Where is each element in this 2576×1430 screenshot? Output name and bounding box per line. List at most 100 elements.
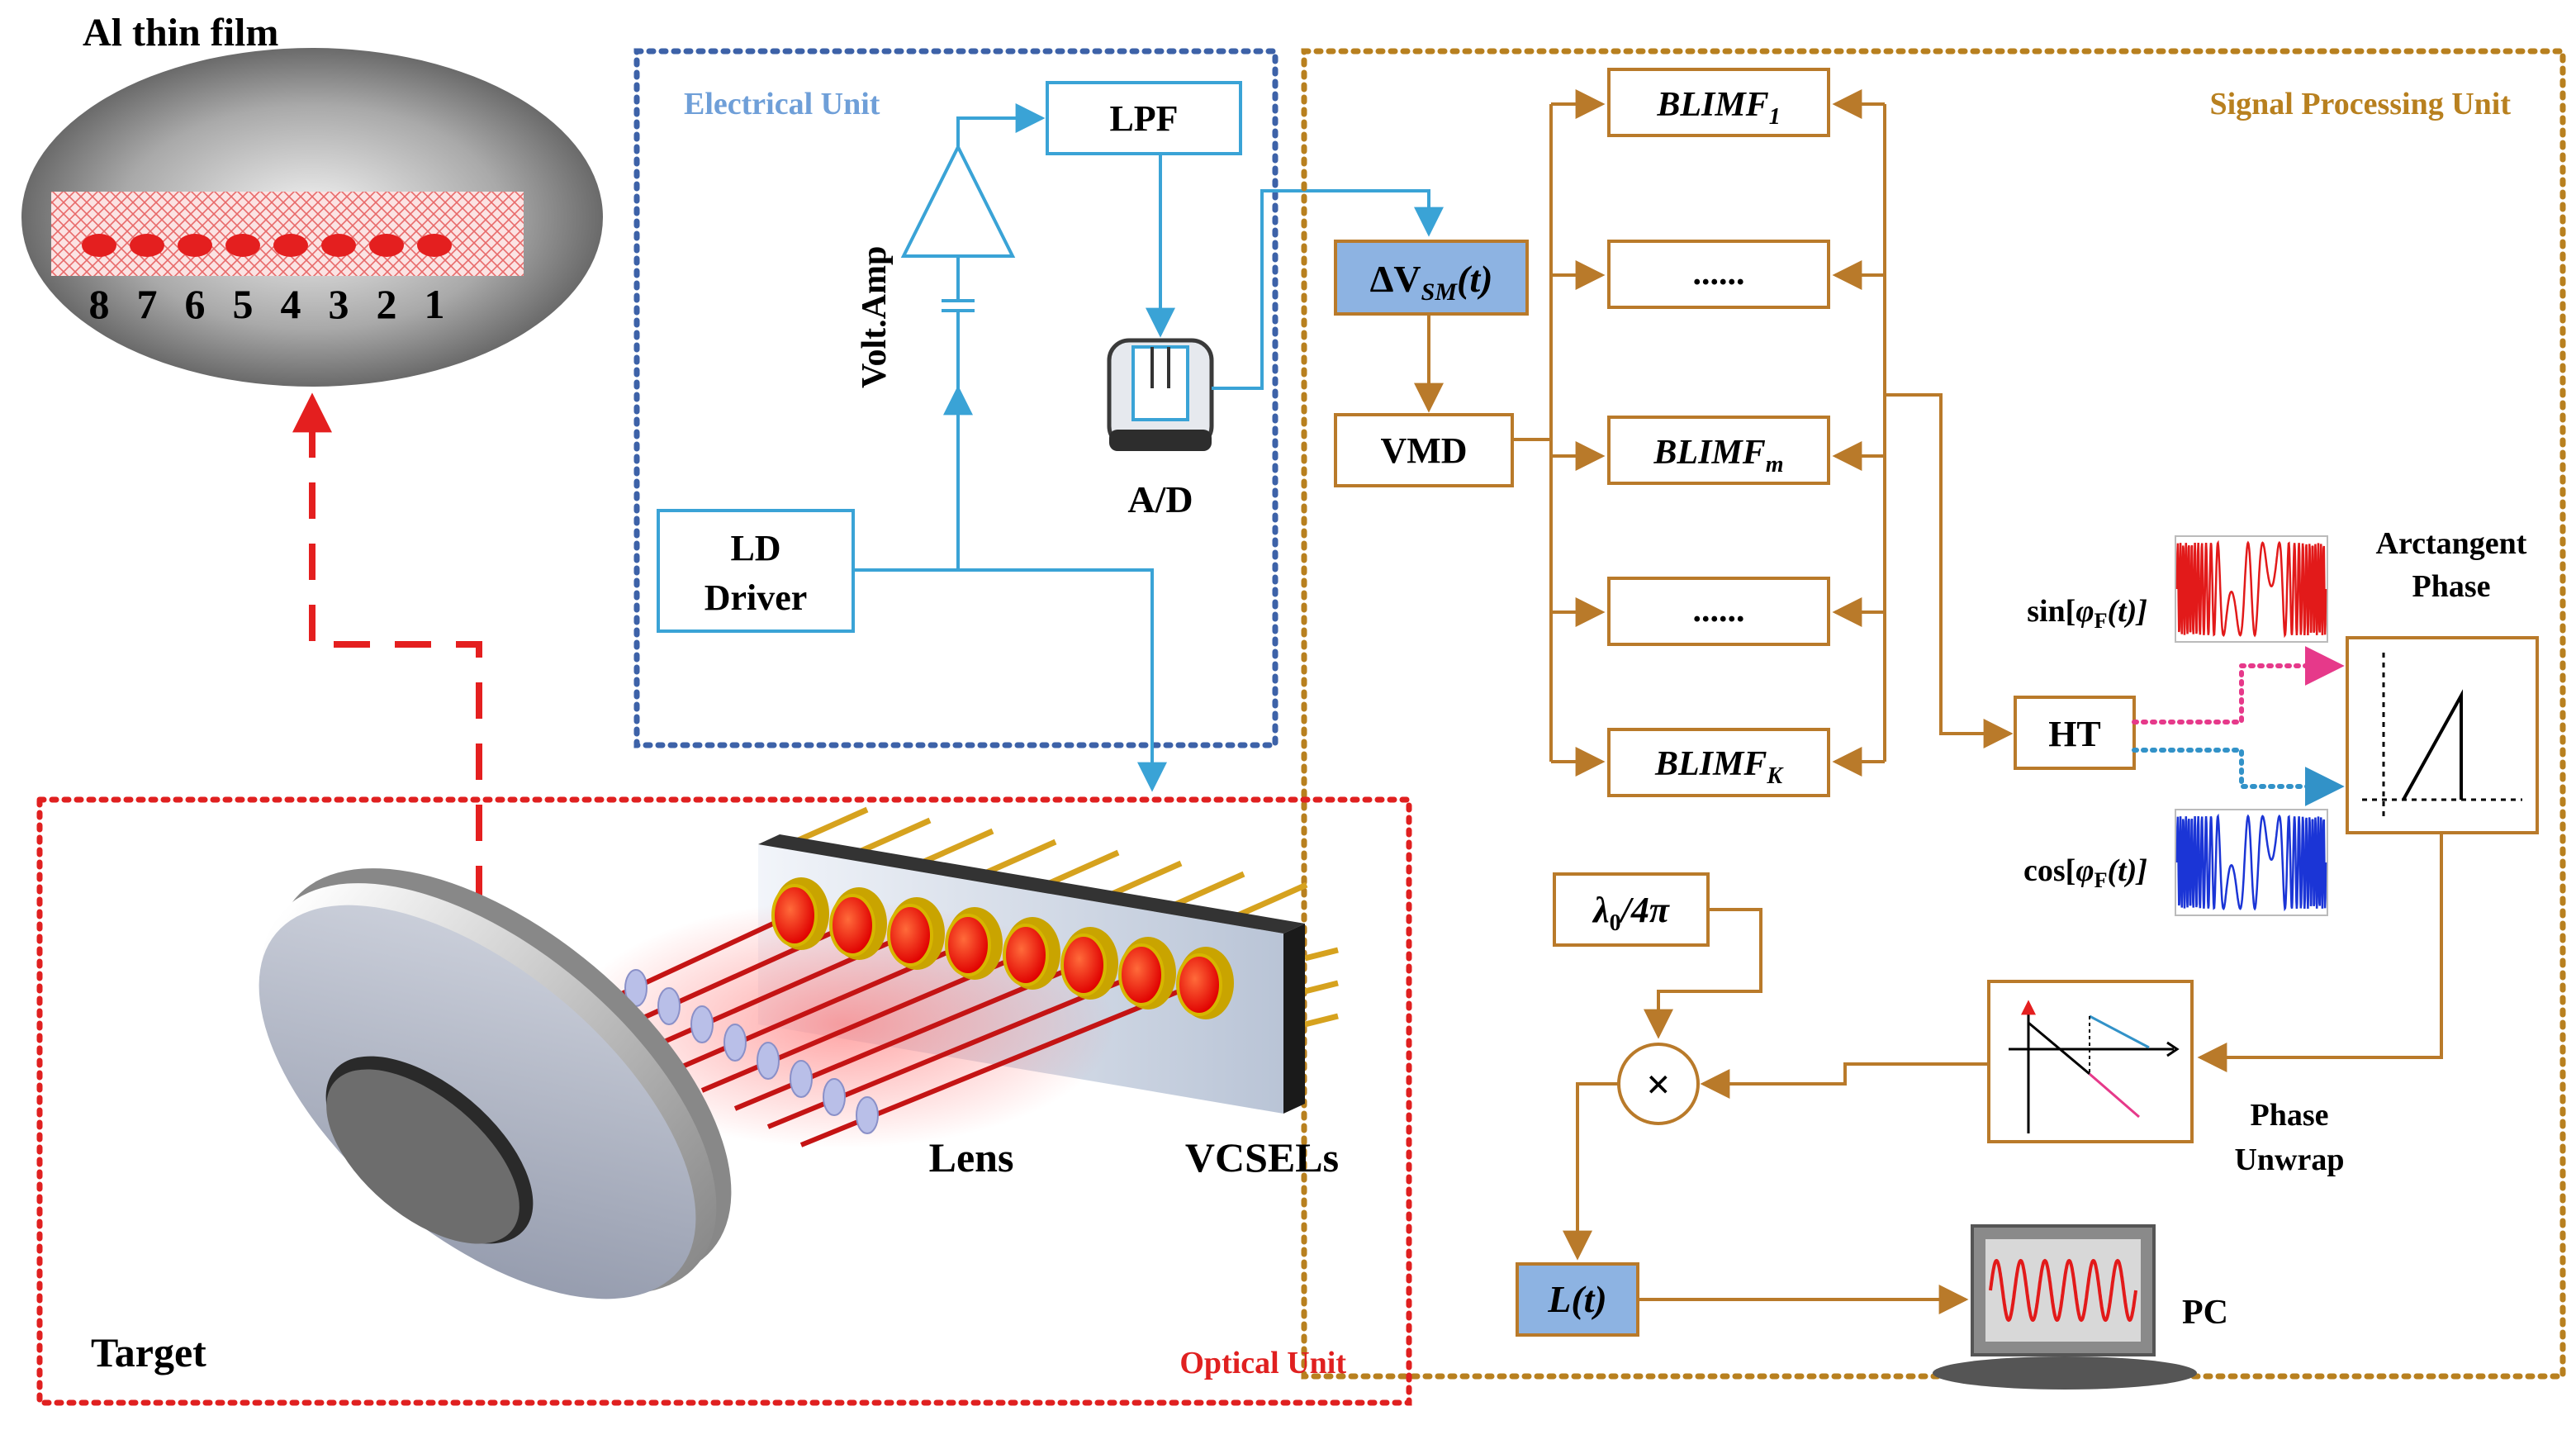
target-center [326, 1069, 519, 1244]
film-spot [82, 234, 116, 257]
vcsel-pins [791, 806, 1339, 1028]
lambda-label: λ0/4π [1592, 890, 1670, 936]
imf-box-1: BLIMF1 [1551, 68, 1885, 137]
sin-sub: F [2094, 609, 2108, 633]
cos-post: (t)] [2107, 853, 2147, 888]
lambda-post: /4π [1619, 890, 1670, 930]
film-spot [178, 234, 212, 257]
vcsel-pin-side [1304, 980, 1339, 995]
vcsel-pin [1168, 871, 1245, 910]
unwrap-line2: Unwrap [2234, 1143, 2344, 1177]
vcsel-pin [1231, 881, 1308, 921]
ad-label: A/D [1127, 478, 1193, 520]
electrical-unit: Electrical Unit LPF Volt.Amp A/D LD Driv… [633, 48, 1444, 792]
target-to-film-arrow [292, 392, 482, 902]
ht-box [2014, 696, 2136, 770]
ld-driver-line2: Driver [704, 577, 808, 618]
cos-phi: φ [2076, 853, 2094, 888]
imf1-sub: 1 [1769, 104, 1781, 130]
dvsm-box [1334, 240, 1529, 316]
optical-unit-title: Optical Unit [1179, 1346, 1346, 1380]
lens-label: Lens [929, 1134, 1014, 1181]
imf5-label: BLIMFK [1654, 745, 1784, 789]
imf4-rect [1607, 577, 1830, 646]
amplifier-triangle [900, 143, 1016, 258]
vmd-label: VMD [1380, 430, 1467, 471]
imfs-to-ht-line [1885, 393, 2014, 748]
multiply-to-lt-line [1563, 1082, 1619, 1261]
optical-unit-border [36, 796, 1412, 1406]
lambda-to-multiply-line [1644, 908, 1762, 1039]
lens [690, 1005, 714, 1043]
vcsel-emitter [1060, 934, 1107, 996]
ht-cos-arrow [2132, 748, 2345, 806]
ld-driver-box [657, 509, 855, 633]
imf5-rect [1607, 728, 1830, 797]
film-spot-number: 1 [425, 281, 445, 327]
imf-box-2: ...... [1551, 240, 1885, 309]
sin-post: (t)] [2107, 594, 2147, 629]
unwrap-segment-pink [2089, 1072, 2140, 1119]
cos-sub: F [2094, 868, 2108, 892]
film-spot-number: 8 [89, 281, 110, 327]
vcsel-pin-side [1304, 947, 1339, 962]
imf3-label: BLIMFm [1653, 434, 1783, 477]
sin-label: sin[φF(t)] [2027, 594, 2147, 633]
film-hatched-area [51, 192, 524, 276]
imf1-label: BLIMF1 [1656, 86, 1780, 130]
film-spot-number: 7 [137, 281, 158, 327]
film-spot-number: 3 [329, 281, 349, 327]
vcsel-pin [980, 839, 1057, 878]
sin-pre: sin[ [2027, 594, 2076, 629]
vcsel-pin [917, 828, 994, 867]
lens [723, 1024, 747, 1062]
imf4-label: ...... [1693, 591, 1745, 629]
cos-label: cos[φF(t)] [2023, 853, 2147, 892]
arctan-to-unwrap-line [2197, 833, 2443, 1072]
imf1-base: BLIMF [1656, 86, 1768, 124]
ad-base [1109, 430, 1212, 451]
vcsel-emitter [829, 894, 875, 957]
lt-label: L(t) [1547, 1278, 1607, 1320]
vcsel-emitters [771, 877, 1234, 1019]
unwrap-box [1987, 980, 2194, 1143]
vcsels-label: VCSELs [1185, 1134, 1339, 1181]
vcsel-pin [791, 806, 869, 846]
film-spot-number: 5 [233, 281, 254, 327]
sin-waveform [2175, 539, 2327, 639]
ad-to-dvsm-line [1212, 189, 1444, 390]
unwrap-x-arrowhead [2166, 1041, 2180, 1057]
lens [757, 1042, 780, 1080]
unwrap-segment-blue [2089, 1014, 2150, 1049]
arctan-sawtooth [2402, 689, 2463, 801]
imf1-rect [1607, 68, 1830, 137]
sin-phi: φ [2076, 594, 2094, 629]
vcsel-board-side [1283, 924, 1305, 1114]
target-disk [259, 868, 732, 1299]
unwrap-plot [2009, 1000, 2180, 1133]
dvsm-label: ΔVSM(t) [1370, 258, 1493, 306]
ht-label: HT [2048, 714, 2101, 754]
film-spot [369, 234, 404, 257]
imf2-label: ...... [1693, 254, 1745, 292]
lens [823, 1078, 846, 1116]
vcsel-emitter [887, 904, 933, 967]
imf3-sub: m [1766, 452, 1784, 477]
vcsel-emitter [771, 884, 818, 947]
signal-unit-title: Signal Processing Unit [2209, 87, 2511, 121]
vcsel-pin [1105, 860, 1183, 900]
vcsel-emitter [1003, 924, 1049, 986]
pc-stand [1933, 1356, 2197, 1390]
multiplier-symbol: × [1646, 1062, 1671, 1109]
dvsm-suffix: (t) [1457, 258, 1492, 300]
ad-slot [1131, 345, 1189, 421]
arctan-line2: Phase [2412, 569, 2491, 604]
arctan-line1: Arctangent [2376, 526, 2527, 561]
ld-driver-line1: LD [730, 528, 780, 568]
dvsm-sub: SM [1421, 278, 1459, 306]
film-spot [130, 234, 164, 257]
unwrap-line1: Phase [2251, 1098, 2329, 1133]
